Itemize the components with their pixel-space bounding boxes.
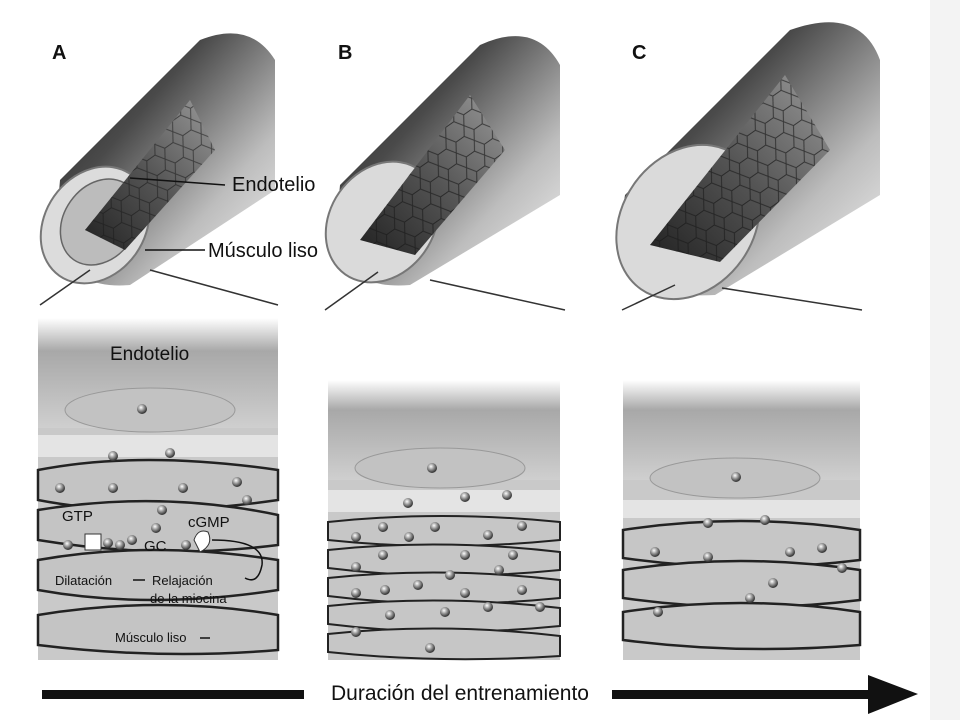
detail-a-endothelial-cell <box>64 387 236 433</box>
relaxation-arrow <box>211 539 263 581</box>
detail-b-basal-membrane <box>328 490 560 512</box>
panel-letter-c: C <box>632 42 647 64</box>
detail-b-no-molecules <box>351 463 545 653</box>
label-gc: GC <box>144 538 167 555</box>
label-relaxation-line1: Relajación <box>152 573 213 588</box>
vessel-b-endothelial-cells <box>360 95 505 255</box>
zoom-line-c-left <box>621 284 676 311</box>
label-cgmp: cGMP <box>188 514 230 531</box>
duration-arrow-right-bar <box>612 690 872 699</box>
zoom-line-a-right <box>149 269 279 306</box>
duration-arrow-left-bar <box>42 690 304 699</box>
cgmp-marker <box>193 530 211 553</box>
gtp-marker <box>84 533 102 551</box>
duration-arrow-head <box>868 675 918 714</box>
duration-arrow <box>42 675 918 714</box>
detail-c-muscle-fibers <box>621 519 862 651</box>
zoom-line-a-left <box>39 269 91 306</box>
panel-letter-b: B <box>338 42 353 64</box>
zoom-line-c-right <box>721 287 863 311</box>
detail-b-endothelial-cell <box>354 447 526 489</box>
label-training-duration: Duración del entrenamiento <box>331 682 589 705</box>
vessel-b <box>324 36 566 311</box>
label-endothelium-detail: Endotelio <box>110 344 190 365</box>
detail-a-no-molecules <box>55 404 252 550</box>
detail-c-no-molecules <box>650 472 847 617</box>
detail-a <box>36 318 280 660</box>
detail-a-muscle-fibers <box>36 458 280 656</box>
endothelium-pointer-line <box>129 177 226 186</box>
label-endothelium-vessel: Endotelio <box>232 174 316 196</box>
vessel-c-endothelial-cells <box>650 75 830 262</box>
vessel-c <box>615 22 880 311</box>
label-smooth-muscle-vessel: Músculo liso <box>208 240 319 262</box>
right-margin-strip <box>930 0 960 720</box>
detail-c <box>621 380 862 660</box>
vessel-a-endothelial-cells <box>85 100 215 250</box>
label-dilation: Dilatación <box>55 573 113 588</box>
detail-c-basal-membrane <box>623 500 860 518</box>
label-relaxation-line2: de la miocina <box>150 591 227 606</box>
detail-b <box>327 380 561 661</box>
zoom-line-b-right <box>429 279 566 311</box>
detail-a-basal-membrane <box>38 435 278 457</box>
label-gtp: GTP <box>62 508 93 525</box>
label-smooth-muscle-detail: Músculo liso <box>115 630 187 645</box>
zoom-line-b-left <box>324 271 379 311</box>
panel-letter-a: A <box>52 42 67 64</box>
vessel-a <box>39 33 279 306</box>
